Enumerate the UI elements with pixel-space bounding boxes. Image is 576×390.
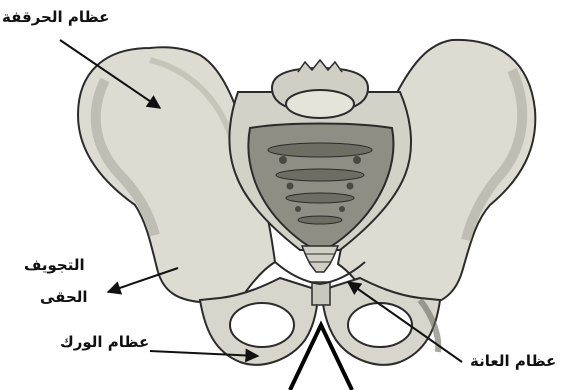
label-ischium: عظام الورك	[60, 333, 149, 351]
label-pubis: عظام العانة	[470, 352, 556, 370]
pubic-symphysis	[312, 282, 330, 305]
label-ilium: عظام الحرقفة	[2, 8, 109, 26]
label-acetabulum-line2: الحقى	[40, 288, 88, 306]
coccyx	[302, 246, 338, 272]
label-acetabulum-line1: التجويف	[24, 256, 85, 274]
